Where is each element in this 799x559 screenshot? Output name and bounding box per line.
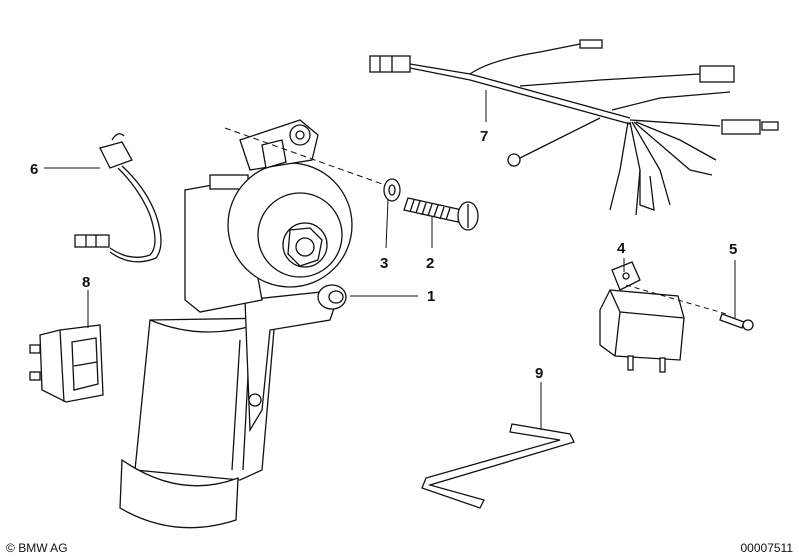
callout-6: 6 bbox=[30, 161, 38, 178]
hex-key-part bbox=[421, 423, 575, 509]
bolt-part bbox=[403, 197, 479, 231]
relay-part bbox=[599, 261, 731, 373]
wiring-harness-part bbox=[369, 39, 779, 216]
callout-9: 9 bbox=[535, 365, 543, 382]
callout-3: 3 bbox=[380, 255, 388, 272]
callout-2: 2 bbox=[426, 255, 434, 272]
callout-8: 8 bbox=[82, 274, 90, 291]
diagram-id: 00007511 bbox=[740, 541, 794, 555]
callout-5: 5 bbox=[729, 241, 737, 258]
callouts: 1 2 3 4 5 6 7 8 9 bbox=[30, 128, 737, 382]
window-motor-part bbox=[119, 119, 386, 529]
connector-cable-part bbox=[74, 133, 162, 263]
screw-part bbox=[719, 313, 754, 331]
callout-1: 1 bbox=[427, 288, 435, 305]
washer-part bbox=[383, 178, 401, 202]
callout-4: 4 bbox=[617, 240, 626, 257]
copyright-icon: © bbox=[6, 541, 15, 555]
callout-7: 7 bbox=[480, 128, 488, 145]
copyright-notice: © BMW AG bbox=[6, 541, 68, 555]
copyright-text: BMW AG bbox=[18, 541, 68, 555]
leader-lines bbox=[44, 90, 736, 430]
rocker-switch-part bbox=[29, 324, 104, 403]
